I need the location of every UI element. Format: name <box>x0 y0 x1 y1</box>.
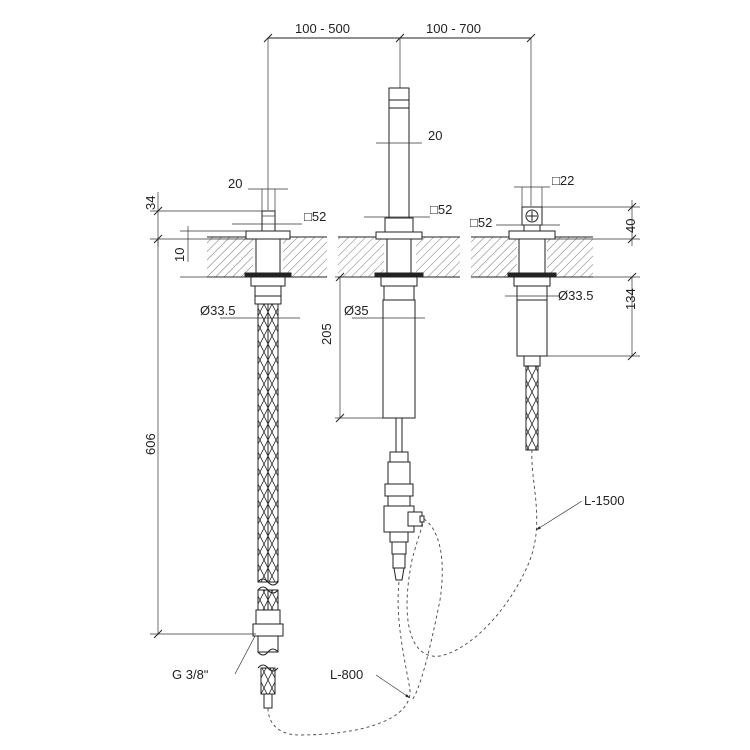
left-shank-dia-label: Ø33.5 <box>200 303 235 318</box>
spacing-left-label: 100 - 500 <box>295 21 350 36</box>
center-body-length-label: 205 <box>319 323 334 345</box>
left-dimensions: 20 □52 34 10 606 Ø33.5 G 3/8ʺ <box>143 176 326 682</box>
plate-thickness-label: 10 <box>172 248 187 262</box>
center-rosette-label: □52 <box>430 202 452 217</box>
thread-label: G 3/8ʺ <box>172 667 209 682</box>
right-height-label: 40 <box>623 219 638 233</box>
left-total-length-label: 606 <box>143 433 158 455</box>
flexible-hoses <box>267 449 538 736</box>
hose-labels: L-1500 L-800 <box>330 493 624 699</box>
right-dimensions: □22 □52 40 134 Ø33.5 <box>470 173 640 361</box>
center-body-dia-label: Ø35 <box>344 303 369 318</box>
center-spout <box>374 87 425 581</box>
left-valve <box>244 210 292 709</box>
center-dimensions: 20 □52 205 Ø35 <box>319 128 452 423</box>
left-rosette-label: □52 <box>304 209 326 224</box>
right-shank-dia-label: Ø33.5 <box>558 288 593 303</box>
spacing-dimensions: 100 - 500 100 - 700 <box>263 21 536 210</box>
spout-width-label: 20 <box>428 128 442 143</box>
right-valve <box>507 206 557 451</box>
right-handle-width-label: □22 <box>552 173 574 188</box>
hose-long-label: L-1500 <box>584 493 624 508</box>
left-stem-width-label: 20 <box>228 176 242 191</box>
left-height-label: 34 <box>143 196 158 210</box>
spacing-right-label: 100 - 700 <box>426 21 481 36</box>
hose-short-label: L-800 <box>330 667 363 682</box>
right-rosette-label: □52 <box>470 215 492 230</box>
right-body-length-label: 134 <box>623 288 638 310</box>
